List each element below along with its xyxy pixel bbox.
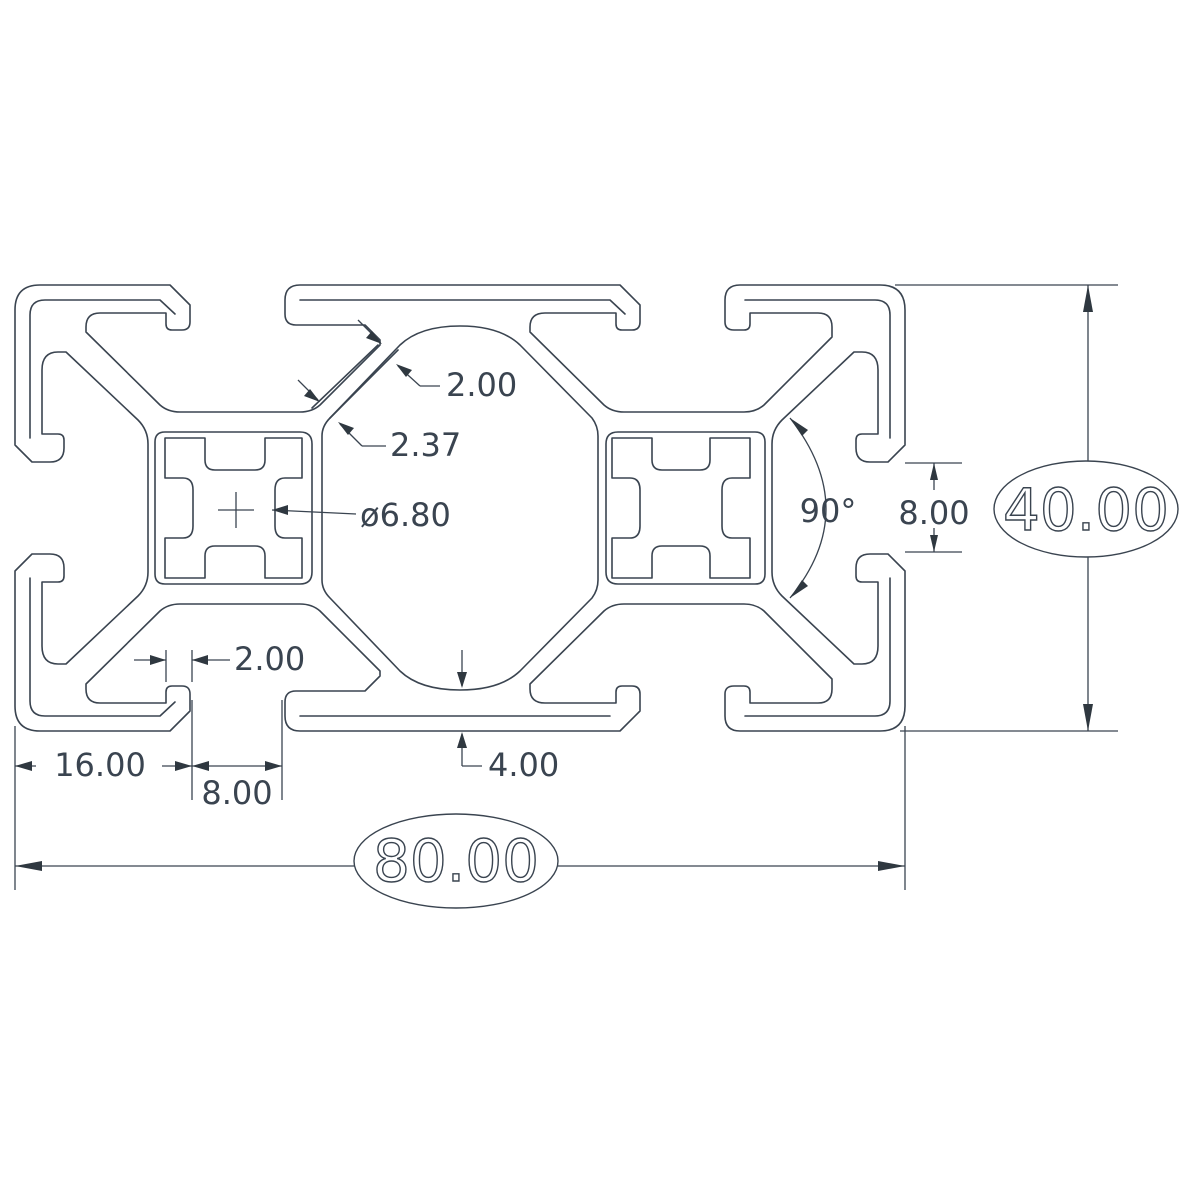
dim-bubble-40 (993, 460, 1179, 558)
arrow-head (192, 655, 208, 665)
arrow-head (790, 418, 808, 436)
profile-outline (14, 284, 906, 732)
right-core (605, 431, 766, 585)
arrow-head (396, 364, 412, 377)
arrow-head (457, 732, 467, 748)
dim-slot-lip: 2.00 (234, 640, 305, 678)
arrow-head (192, 761, 209, 771)
arrow-head (338, 422, 354, 435)
arrow-head (930, 535, 938, 552)
dim-edge-to-slot: 16.00 (54, 746, 146, 784)
center-cavity (321, 325, 599, 691)
arrow-head (457, 672, 467, 688)
dim-web-thickness: 2.37 (390, 426, 461, 464)
web-line (311, 344, 379, 409)
dim-slot-angle: 90° (800, 492, 857, 530)
dim-core-bore: ø6.80 (360, 496, 451, 534)
arrow-head (304, 389, 320, 402)
dim-overall-height: 40.00 (1003, 476, 1169, 544)
arrow-head (1083, 704, 1093, 731)
dim-bubble-80 (353, 813, 559, 909)
profile-inner-contour (29, 299, 891, 717)
left-core (154, 431, 313, 585)
dim-slot-opening-height: 8.00 (898, 494, 969, 532)
angle-arc (789, 417, 827, 599)
left-core-inner (164, 437, 303, 579)
web-line (329, 349, 399, 419)
dim-wall-diagonal: 2.00 (446, 366, 517, 404)
arrow-head (272, 505, 288, 515)
arrow-head (1083, 285, 1093, 312)
dim-slot-opening-width: 8.00 (201, 774, 272, 812)
arrow-head (15, 761, 32, 771)
dim-overall-width: 80.00 (373, 827, 539, 895)
arrow-head (265, 761, 282, 771)
dim-bottom-wall: 4.00 (488, 746, 559, 784)
arrow-head (150, 655, 166, 665)
arrow-head (878, 861, 905, 871)
right-core-inner (611, 437, 751, 579)
arrow-head (366, 331, 382, 344)
arrow-head (175, 761, 192, 771)
arrow-head (790, 580, 808, 598)
arrow-head (930, 463, 938, 480)
arrow-head (15, 861, 42, 871)
